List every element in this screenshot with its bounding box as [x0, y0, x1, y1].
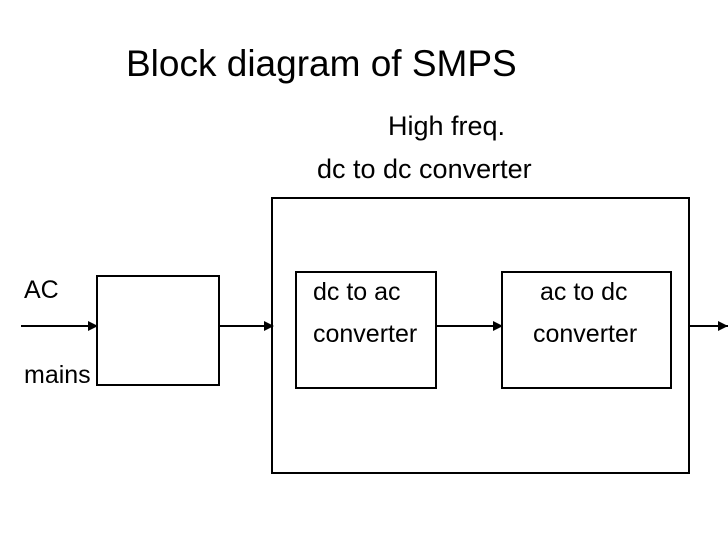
ac-to-dc-block-label-line-1: ac to dc: [540, 278, 628, 306]
dc-to-ac-block-label-line-1: dc to ac: [313, 278, 401, 306]
dc-output-arrow: [689, 325, 728, 327]
label-mains: mains: [24, 361, 91, 389]
ac-mains-input-arrow: [21, 325, 97, 327]
subtitle-dc-to-dc-converter: dc to dc converter: [317, 154, 532, 184]
dc-to-ac-block-label-line-2: converter: [313, 320, 418, 348]
ac-to-dc-block-label-line-2: converter: [533, 320, 638, 348]
rectifier-output-arrow: [220, 325, 273, 327]
page-title: Block diagram of SMPS: [126, 43, 517, 84]
dc-to-dc-converter-outer-box: [271, 197, 690, 474]
dc-to-ac-output-arrow: [436, 325, 502, 327]
rectifier-block: [96, 275, 220, 386]
label-ac: AC: [24, 276, 59, 304]
subtitle-high-freq: High freq.: [388, 111, 506, 141]
dc-to-ac-block: [295, 271, 437, 389]
